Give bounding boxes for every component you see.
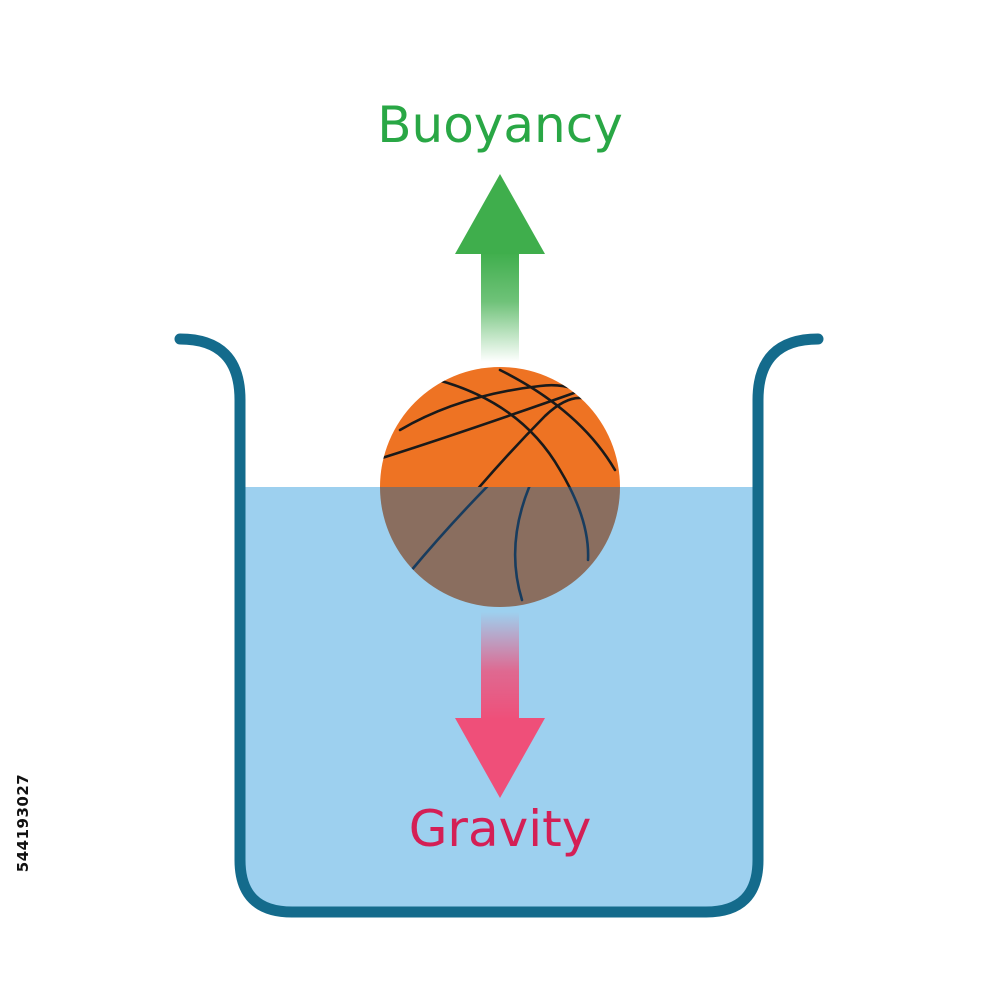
gravity-arrow — [455, 612, 545, 798]
beaker-icon — [174, 333, 824, 918]
gravity-arrow-shaft — [481, 612, 519, 720]
buoyancy-arrow — [455, 174, 545, 362]
buoyancy-arrow-shaft — [481, 252, 519, 362]
buoyancy-arrow-head — [455, 174, 545, 254]
side-id-text: 544193027 — [12, 768, 34, 878]
buoyancy-label: Buoyancy — [377, 96, 623, 154]
side-id-value: 544193027 — [14, 773, 32, 873]
gravity-label: Gravity — [409, 800, 592, 858]
gravity-arrow-head — [455, 718, 545, 798]
